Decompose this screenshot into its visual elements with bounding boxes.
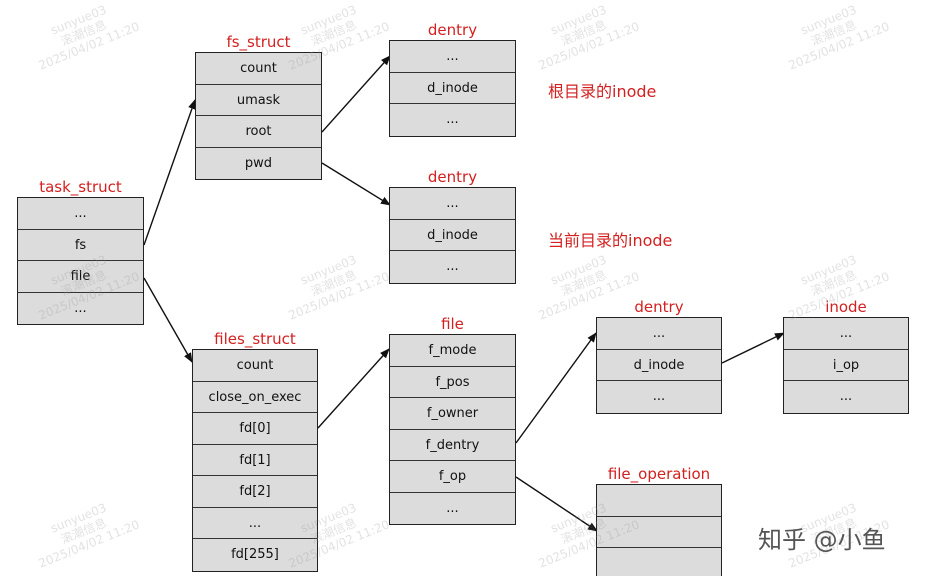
struct-field: f_owner (390, 398, 515, 430)
struct-field: fd[1] (193, 445, 317, 476)
dentry-file-title: dentry (634, 298, 684, 316)
struct-field: ... (193, 508, 317, 539)
struct-field: ... (446, 112, 459, 127)
struct-field: d_inode (390, 220, 515, 251)
inode-struct-title: inode (825, 298, 867, 316)
file-struct-title: file (441, 315, 464, 333)
struct-field: count (193, 350, 317, 382)
struct-field: fd[0] (193, 413, 317, 445)
struct-field: ... (446, 500, 459, 516)
struct-field: ... (390, 41, 515, 73)
struct-field: d_inode (390, 73, 515, 104)
struct-field: close_on_exec (193, 382, 317, 413)
dentry-root-title: dentry (427, 21, 478, 39)
file-operation-box (596, 484, 722, 576)
struct-field: root (196, 116, 321, 148)
struct-field: ... (652, 389, 666, 404)
inode-struct-box: ... i_op ... (783, 317, 909, 414)
pwd-inode-note: 当前目录的inode (548, 231, 673, 250)
arrow-f-op-to-file-operation (515, 476, 598, 532)
struct-field: file (18, 261, 143, 293)
struct-field: fs (18, 230, 143, 261)
struct-field: fd[255] (231, 547, 279, 562)
fs-struct-title: fs_struct (226, 33, 291, 51)
struct-field (597, 548, 721, 576)
arrow-fs-to-fs-struct (143, 99, 196, 246)
files-struct-box: count close_on_exec fd[0] fd[1] fd[2] ..… (192, 349, 318, 572)
struct-field: d_inode (597, 350, 721, 381)
dentry-pwd-title: dentry (427, 168, 478, 186)
struct-field (597, 517, 721, 548)
file-operation-title: file_operation (607, 465, 711, 483)
dentry-root-box: ... d_inode ... (389, 40, 516, 137)
file-struct-box: f_mode f_pos f_owner f_dentry f_op ... (389, 334, 516, 525)
file-operation-struct: file_operation (596, 465, 722, 576)
struct-field: f_mode (390, 335, 515, 367)
struct-field: ... (784, 318, 908, 350)
struct-field: pwd (244, 155, 273, 171)
struct-field: ... (390, 188, 515, 220)
arrow-d-inode-to-inode (721, 332, 785, 364)
root-inode-note: 根目录的inode (548, 82, 657, 101)
struct-field: ... (74, 300, 87, 316)
struct-field: ... (597, 318, 721, 350)
fs-struct-box: count umask root pwd (195, 52, 322, 180)
arrow-pwd-to-dentry (321, 162, 391, 206)
brand-watermark: 知乎 @小鱼 (758, 526, 886, 554)
task-struct-title: task_struct (39, 178, 122, 196)
arrow-file-to-files-struct (143, 277, 193, 363)
files-struct-title: files_struct (214, 330, 296, 348)
struct-field: umask (196, 85, 321, 116)
struct-field (597, 485, 721, 517)
task-struct-box: ... fs file ... (17, 197, 144, 325)
struct-field: f_pos (390, 367, 515, 398)
struct-field: ... (839, 389, 853, 404)
struct-field: ... (18, 198, 143, 230)
arrow-root-to-dentry (321, 55, 391, 133)
struct-field: f_dentry (390, 430, 515, 461)
arrow-fd0-to-file (317, 348, 390, 429)
arrow-f-dentry-to-dentry (515, 332, 597, 444)
dentry-pwd-box: ... d_inode ... (389, 187, 516, 284)
struct-field: count (196, 53, 321, 85)
struct-field: i_op (784, 350, 908, 381)
struct-field: f_op (390, 461, 515, 493)
struct-field: ... (446, 259, 459, 274)
struct-field: fd[2] (193, 476, 317, 508)
dentry-file-box: ... d_inode ... (596, 317, 722, 414)
